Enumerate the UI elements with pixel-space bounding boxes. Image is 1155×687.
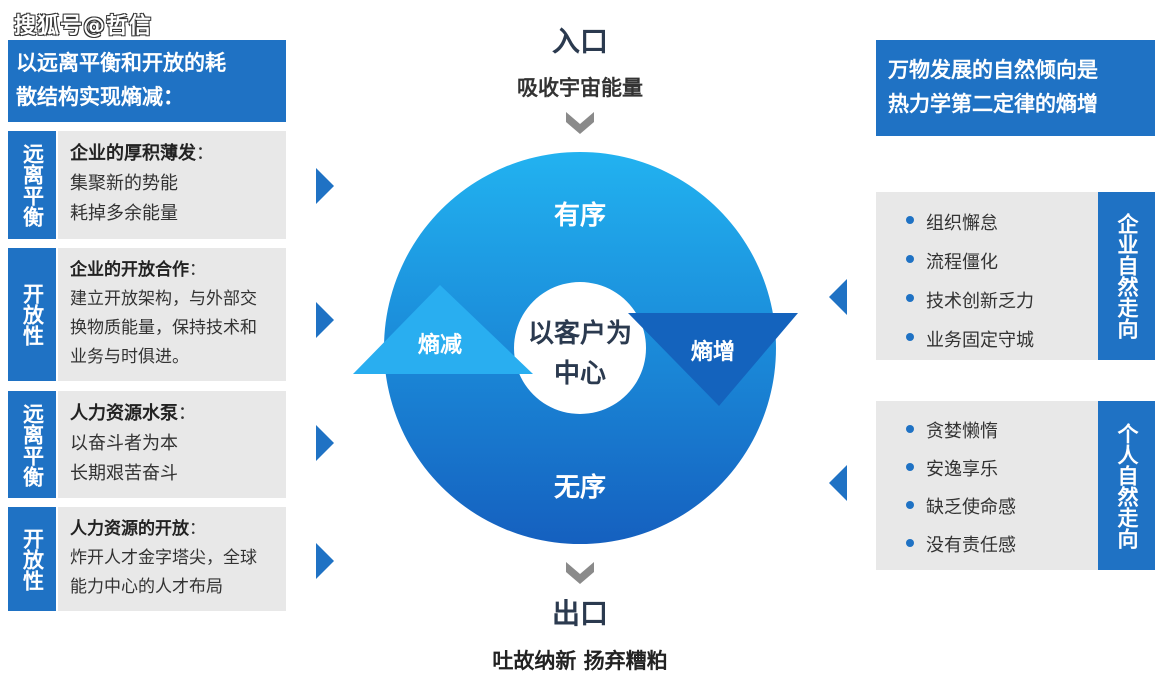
left-panel-4-line: 能力中心的人才布局 xyxy=(70,577,223,597)
individual-tendency-item: 贪婪懒惰 xyxy=(906,413,1098,451)
arrow-right-icon xyxy=(316,543,334,579)
left-panel-3-sep: ： xyxy=(178,403,196,424)
left-panel-3-title: 人力资源水泵 xyxy=(70,403,178,424)
left-panel-4-sep: ： xyxy=(189,519,206,539)
left-tag-far-from-equilibrium-1: 远离平衡 xyxy=(8,131,56,239)
exit-subtitle: 吐故纳新 扬弃糟粕 xyxy=(492,649,668,673)
entry-title: 入口 xyxy=(551,25,608,58)
individual-tendency-item: 没有责任感 xyxy=(906,527,1098,565)
left-panel-1-title: 企业的厚积薄发 xyxy=(70,143,196,164)
left-panel-3-line: 以奋斗者为本 xyxy=(70,433,178,454)
entropy-decrease-triangle xyxy=(353,285,533,374)
left-panel-2-line: 换物质能量，保持技术和 xyxy=(70,318,257,338)
arrow-right-icon xyxy=(316,302,334,338)
watermark-text: 搜狐号@哲信 xyxy=(14,14,153,39)
arrow-left-icon xyxy=(829,465,847,501)
left-panel-2-line: 业务与时俱进。 xyxy=(70,347,189,367)
left-panel-2-line: 建立开放架构，与外部交 xyxy=(70,289,257,309)
individual-tendency-item: 缺乏使命感 xyxy=(906,489,1098,527)
entry-chevron-icon xyxy=(566,112,594,134)
enterprise-tendency-item: 业务固定守城 xyxy=(906,321,1098,360)
entropy-increase-triangle xyxy=(628,313,798,406)
exit-title: 出口 xyxy=(551,597,608,630)
arrow-right-icon xyxy=(316,425,334,461)
exit-chevron-icon xyxy=(566,562,594,584)
enterprise-tendency-item: 组织懈怠 xyxy=(906,204,1098,243)
ordered-label: 有序 xyxy=(553,201,606,231)
left-tag-far-from-equilibrium-2: 远离平衡 xyxy=(8,391,56,498)
left-panel-1: 企业的厚积薄发： 集聚新的势能 耗掉多余能量 xyxy=(58,131,286,239)
left-panel-2-sep: ： xyxy=(189,260,206,280)
core-line1: 以客户为 xyxy=(527,319,632,349)
left-panel-4-line: 炸开人才金字塔尖，全球 xyxy=(70,548,257,568)
arrow-right-icon xyxy=(316,168,334,204)
left-header-line1: 以远离平衡和开放的耗 xyxy=(16,51,226,75)
enterprise-tendency-tag: 企业自然走向 xyxy=(1098,192,1155,360)
enterprise-tendency-panel: 组织懈怠 流程僵化 技术创新乏力 业务固定守城 xyxy=(876,192,1098,360)
entropy-decrease-label: 熵减 xyxy=(417,333,462,358)
individual-tendency-tag: 个人自然走向 xyxy=(1098,401,1155,570)
enterprise-tendency-item: 技术创新乏力 xyxy=(906,282,1098,321)
left-panel-1-line: 集聚新的势能 xyxy=(70,173,178,194)
left-tag-openness-2: 开放性 xyxy=(8,507,56,611)
right-header-line1: 万物发展的自然倾向是 xyxy=(888,58,1098,82)
right-header: 万物发展的自然倾向是 热力学第二定律的熵增 xyxy=(876,40,1155,136)
left-panel-4: 人力资源的开放： 炸开人才金字塔尖，全球 能力中心的人才布局 xyxy=(58,507,286,611)
enterprise-tendency-item: 流程僵化 xyxy=(906,243,1098,282)
individual-tendency-panel: 贪婪懒惰 安逸享乐 缺乏使命感 没有责任感 xyxy=(876,401,1098,570)
left-panel-1-sep: ： xyxy=(196,143,214,164)
arrow-left-icon xyxy=(829,279,847,315)
entry-subtitle: 吸收宇宙能量 xyxy=(517,76,643,100)
left-panel-2-title: 企业的开放合作 xyxy=(70,260,189,280)
left-panel-4-title: 人力资源的开放 xyxy=(70,519,189,539)
left-panel-3-line: 长期艰苦奋斗 xyxy=(70,463,178,484)
core-line2: 中心 xyxy=(553,359,606,389)
individual-tendency-item: 安逸享乐 xyxy=(906,451,1098,489)
customer-centric-core: 以客户为 中心 xyxy=(515,314,645,394)
left-panel-2: 企业的开放合作： 建立开放架构，与外部交 换物质能量，保持技术和 业务与时俱进。 xyxy=(58,248,286,381)
left-panel-3: 人力资源水泵： 以奋斗者为本 长期艰苦奋斗 xyxy=(58,391,286,498)
left-header: 以远离平衡和开放的耗 散结构实现熵减： xyxy=(8,40,286,122)
left-tag-openness-1: 开放性 xyxy=(8,248,56,381)
disordered-label: 无序 xyxy=(553,473,606,503)
left-panel-1-line: 耗掉多余能量 xyxy=(70,203,178,224)
cycle-ring xyxy=(383,152,776,544)
right-header-line2: 热力学第二定律的熵增 xyxy=(888,92,1098,116)
entropy-increase-label: 熵增 xyxy=(690,340,735,365)
left-header-line2: 散结构实现熵减： xyxy=(16,85,184,109)
